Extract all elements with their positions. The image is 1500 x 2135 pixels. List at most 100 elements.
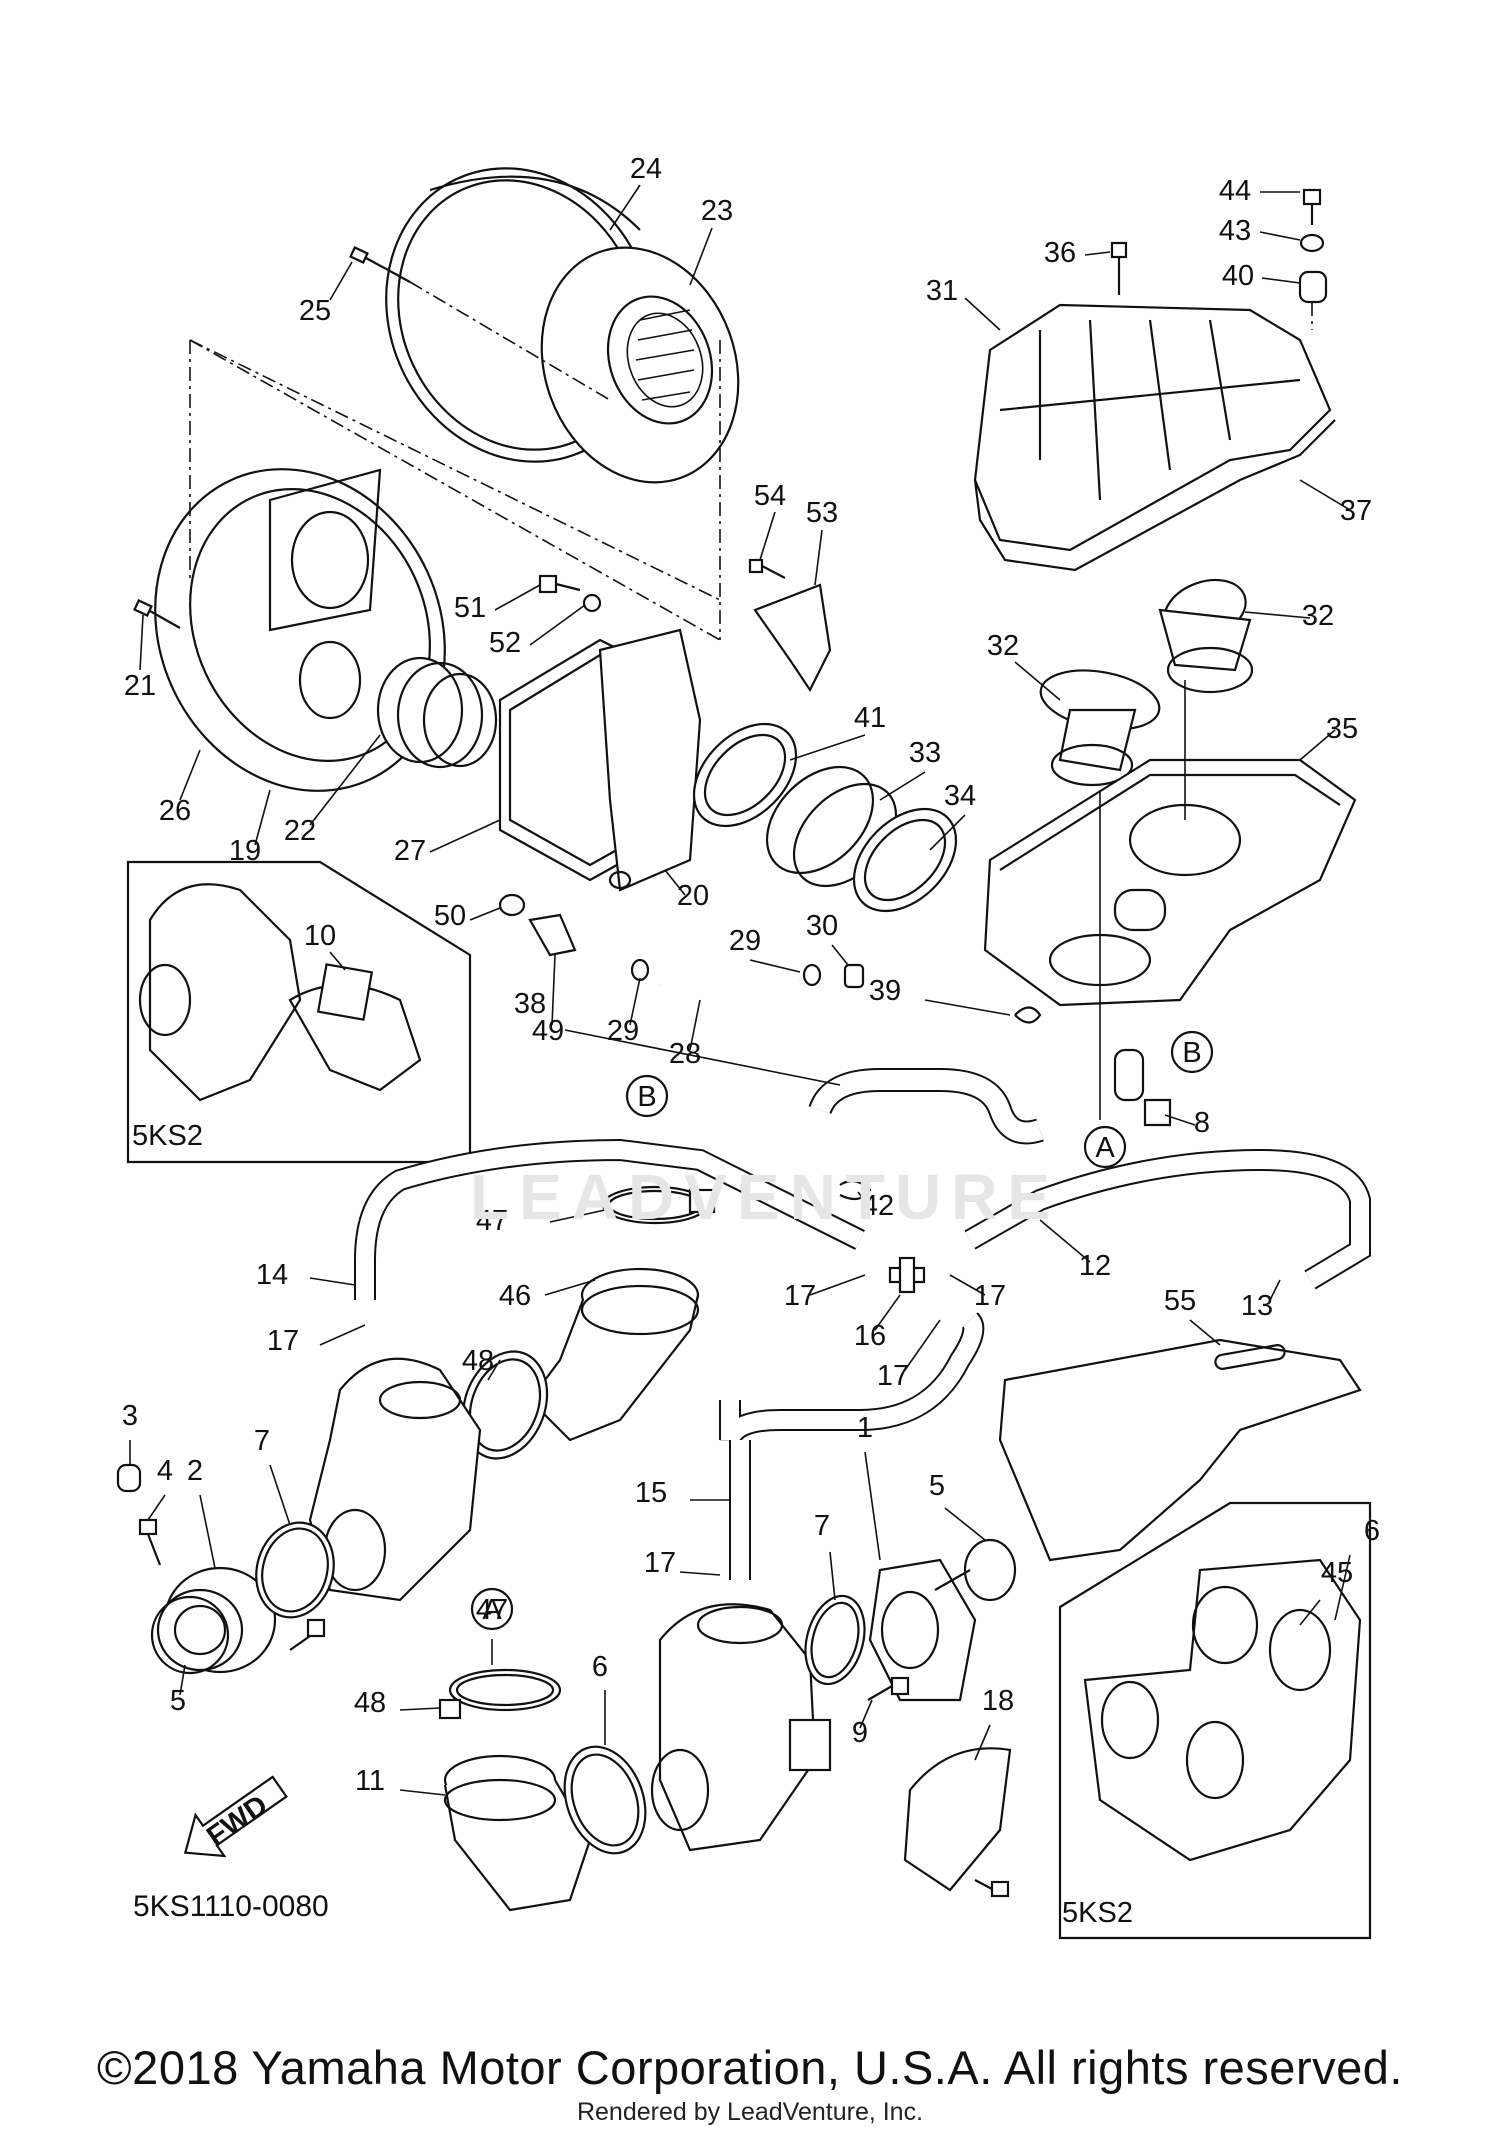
callout-leader-line <box>609 184 641 231</box>
callout-leader-line <box>689 227 713 286</box>
callout-leader-line <box>564 1029 841 1086</box>
oring-5-right-drawing <box>963 1538 1017 1602</box>
gasket-55-drawing <box>998 1338 1362 1562</box>
part-number-callout: 39 <box>869 975 901 1007</box>
ref-circle-a-right <box>1083 1125 1127 1169</box>
part-number-callout: 44 <box>1219 175 1251 207</box>
part-number-callout: 35 <box>1326 713 1358 745</box>
callout-leader-line <box>487 1359 501 1381</box>
hose-14-drawing <box>354 1138 865 1300</box>
callout-leader-line <box>1164 1114 1196 1126</box>
clamp-29-left-drawing <box>630 958 650 982</box>
bolt-44-drawing <box>1298 188 1328 330</box>
callout-leader-line <box>664 869 686 896</box>
part-number-callout: 52 <box>489 627 521 659</box>
callout-leader-line <box>399 1789 446 1796</box>
joint-1-drawing <box>868 1558 977 1702</box>
screw-11-drawing <box>974 1879 1010 1898</box>
inset-box-bottom-right <box>1058 1501 1372 1940</box>
part-number-callout: 30 <box>806 910 838 942</box>
callout-leader-line <box>429 819 501 853</box>
part-number-callout: 41 <box>854 702 886 734</box>
carburetor-upper-drawing <box>308 1357 482 1602</box>
callout-leader-line <box>809 1274 866 1296</box>
part-number-callout: 21 <box>124 670 156 702</box>
callout-leader-line <box>1334 1554 1351 1621</box>
part-number-callout: 45 <box>1321 1557 1353 1589</box>
part-number-callout: 9 <box>852 1717 868 1749</box>
callout-leader-line <box>1014 661 1061 701</box>
part-number-callout: 40 <box>1222 260 1254 292</box>
joint-46-drawing <box>528 1267 700 1442</box>
bracket-53-drawing <box>748 558 832 693</box>
part-number-callout: 7 <box>254 1425 270 1457</box>
part-number-callout: 55 <box>1164 1285 1196 1317</box>
callout-leader-line <box>1189 1319 1221 1346</box>
part-number-callout: 6 <box>592 1651 608 1683</box>
part-number-callout: 33 <box>909 737 941 769</box>
part-number-callout: 7 <box>814 1510 830 1542</box>
grommet-50-drawing <box>498 893 577 957</box>
drain-8-drawing <box>1113 1048 1172 1127</box>
cover-31-drawing <box>973 303 1336 572</box>
callout-leader-line <box>929 814 966 851</box>
part-number-callout: 37 <box>1340 495 1372 527</box>
part-number-callout: 24 <box>630 153 662 185</box>
part-number-callout: 17 <box>644 1547 676 1579</box>
joint-45-drawing <box>443 1754 592 1912</box>
part-number-callout: 53 <box>806 497 838 529</box>
clamp-47-upper-drawing <box>601 1185 716 1225</box>
callout-leader-line <box>689 999 701 1051</box>
ref-label-b-center: B <box>637 1081 656 1113</box>
callout-leader-line <box>759 511 776 561</box>
watermark-text: LEADVENTURE <box>470 1161 1061 1233</box>
part-number-callout: 17 <box>267 1325 299 1357</box>
callout-leader-line <box>879 771 926 801</box>
rendered-by-line: Rendered by LeadVenture, Inc. <box>576 2098 924 2126</box>
ref-label-a-right: A <box>1095 1132 1115 1164</box>
diagram-code: 5KS1110-0080 <box>133 1890 329 1923</box>
part-number-callout: 14 <box>256 1259 288 1291</box>
plug-30-drawing <box>843 963 865 989</box>
clip-42-drawing <box>839 1179 872 1201</box>
callout-leader-line <box>964 297 1001 331</box>
part-number-callout: 2 <box>187 1455 203 1487</box>
air-filter-element-drawing <box>540 246 740 484</box>
clamp-48-lower-drawing <box>563 1745 647 1855</box>
part-number-callout: 18 <box>982 1685 1014 1717</box>
callout-leader-line <box>551 954 556 1026</box>
part-number-callout: 51 <box>454 592 486 624</box>
callout-leader-line <box>1299 1599 1321 1626</box>
callout-leader-line <box>1261 277 1301 284</box>
joint-22-drawing <box>376 656 498 769</box>
part-number-callout: 47 <box>476 1594 508 1626</box>
part-number-callout: 4 <box>157 1455 173 1487</box>
carburetor-lower-drawing <box>650 1603 832 1852</box>
callout-leader-line <box>974 1724 991 1761</box>
callout-leader-line <box>679 1571 721 1576</box>
dash-line <box>189 339 721 601</box>
callout-leader-line <box>309 734 381 826</box>
part-number-callout: 25 <box>299 295 331 327</box>
part-number-callout: 32 <box>1302 600 1334 632</box>
joint-2-drawing <box>150 1566 277 1675</box>
callout-leader-line <box>904 1319 941 1371</box>
screw-21-drawing <box>133 599 181 629</box>
ref-circle-a-center <box>470 1587 514 1631</box>
part-number-callout: 47 <box>476 1205 508 1237</box>
callout-leader-line <box>544 1279 596 1296</box>
cover-9-drawing <box>903 1747 1012 1892</box>
intake-joint-33-drawing <box>692 722 958 913</box>
ref-circle-b-center <box>625 1074 669 1118</box>
part-number-callout: 48 <box>354 1687 386 1719</box>
callout-leader-line <box>399 1707 441 1711</box>
clamp-29-right-drawing <box>802 963 822 987</box>
joint-32-right-drawing <box>1158 578 1254 694</box>
callout-leader-line <box>874 1294 901 1331</box>
callout-leader-line <box>549 1209 606 1223</box>
part-number-callout: 46 <box>499 1280 531 1312</box>
part-number-callout: 36 <box>1044 237 1076 269</box>
screw-4-drawing <box>138 1518 162 1566</box>
callout-leader-line <box>269 1464 291 1526</box>
clamp-7-right-drawing <box>804 1594 866 1686</box>
